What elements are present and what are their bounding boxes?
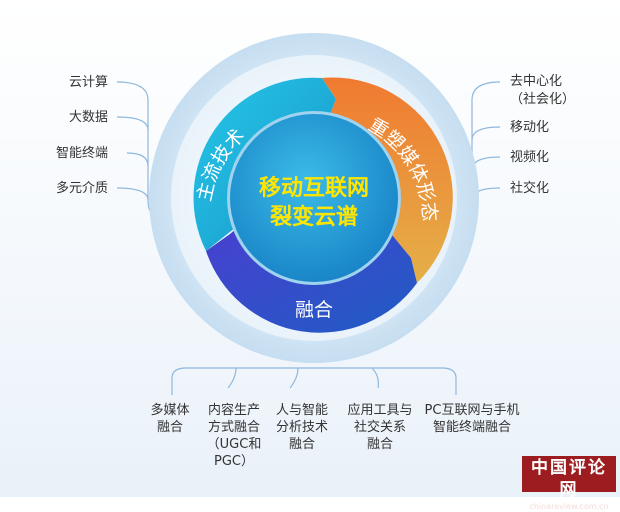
center-title-line1: 移动互联网 [259, 175, 369, 201]
bottom-item-label: 社交关系 [354, 419, 406, 435]
left-item-label: 大数据 [69, 110, 108, 125]
bottom-item-label: （UGC和 [207, 437, 262, 452]
logo-url: chinareview.com.cn [529, 502, 609, 511]
site-logo: 中国评论网 chinareview.com.cn [522, 456, 616, 511]
bottom-item-label: 融合 [289, 437, 315, 452]
right-item-label: 视频化 [510, 150, 549, 165]
bottom-item-label: 智能终端融合 [433, 419, 511, 435]
left-tick-4 [116, 187, 149, 201]
right-tick-2 [471, 126, 501, 141]
right-item-label: （社会化） [510, 91, 575, 107]
logo-title: 中国评论网 [531, 458, 607, 500]
left-item-label: 云计算 [69, 75, 108, 90]
bottom-item-label: 融合 [157, 420, 183, 435]
left-tick-3 [126, 152, 149, 167]
right-item-label: 去中心化 [510, 74, 562, 89]
right-item-label: 移动化 [510, 120, 549, 135]
bottom-item-label: 人与智能 [276, 403, 328, 418]
bottom-tick-3 [289, 367, 299, 389]
bottom-item-label: 分析技术 [276, 420, 328, 435]
bottom-item-label: PGC） [214, 454, 254, 469]
bottom-item-list: 多媒体融合内容生产方式融合（UGC和PGC）人与智能分析技术融合应用工具与社交关… [150, 402, 519, 469]
left-item-label: 智能终端 [56, 145, 108, 161]
bottom-tick-2 [227, 367, 237, 389]
diagram-canvas: 主流技术 重塑媒体形态 融合 移动互联网 裂变云谱 云计算大数据智能终端多元介质… [56, 33, 575, 469]
bottom-item-label: 方式融合 [208, 419, 260, 435]
center-title-line2: 裂变云谱 [270, 204, 358, 230]
bottom-tick-4 [371, 367, 379, 389]
segment-label-fusion: 融合 [295, 299, 333, 321]
bottom-item-label: 内容生产 [208, 402, 260, 418]
bottom-bracket-line [171, 367, 457, 395]
bottom-item-label: 多媒体 [150, 402, 189, 418]
center-disc [230, 114, 398, 282]
right-item-label: 社交化 [510, 180, 549, 196]
bottom-item-label: 应用工具与 [347, 402, 412, 418]
bottom-item-label: PC互联网与手机 [425, 403, 520, 418]
left-item-label: 多元介质 [56, 180, 108, 196]
bottom-item-label: 融合 [367, 437, 393, 452]
left-tick-2 [116, 116, 149, 131]
